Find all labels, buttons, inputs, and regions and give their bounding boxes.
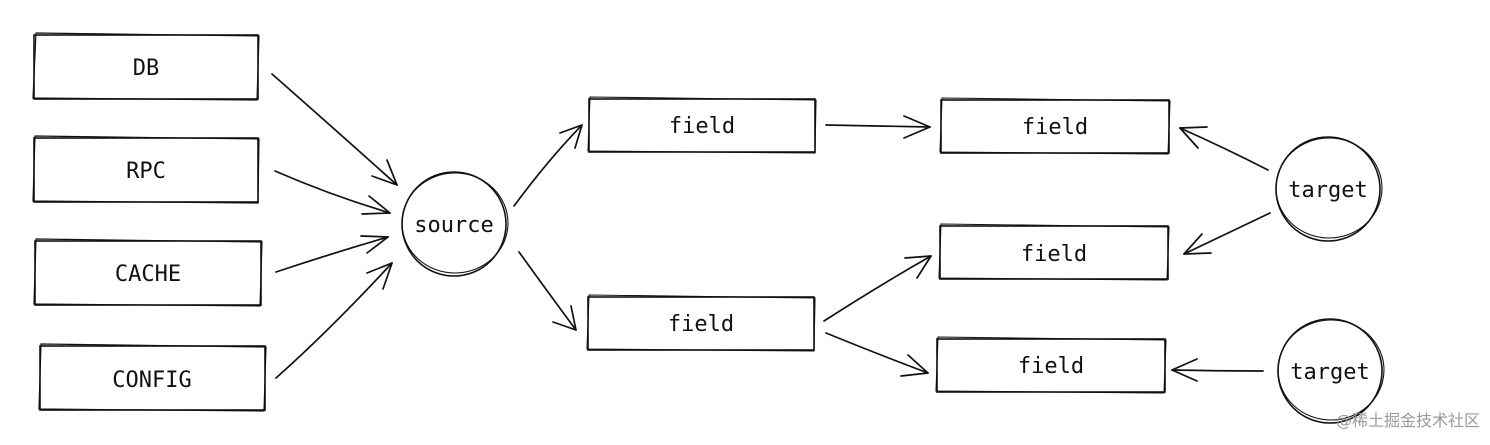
field-box-bottom-mid: field [586, 294, 816, 352]
cache-box: CACHE [33, 238, 263, 307]
arrow-config-to-source [275, 262, 393, 379]
field-label-bottom-mid: field [668, 312, 734, 337]
arrow-field-to-field-bottom [825, 332, 929, 377]
target-node-top: target [1275, 136, 1383, 242]
field-label-mid-right: field [1021, 242, 1087, 267]
db-label: DB [133, 56, 160, 81]
source-node: source [401, 171, 509, 277]
arrow-source-to-field-bottom [518, 251, 577, 331]
arrow-target-to-field-bottom [1171, 358, 1264, 382]
db-box: DB [32, 32, 260, 101]
field-box-mid-right: field [938, 223, 1170, 281]
rpc-label: RPC [126, 159, 166, 184]
config-label: CONFIG [112, 368, 191, 393]
field-box-bottom-right: field [935, 336, 1167, 394]
cache-label: CACHE [115, 262, 181, 287]
arrow-field-to-field-mid [823, 255, 932, 322]
target-label-top: target [1288, 178, 1367, 203]
config-box: CONFIG [38, 343, 267, 412]
arrow-source-to-field-top [513, 124, 583, 207]
field-label-top-right: field [1022, 115, 1088, 140]
arrow-cache-to-source [275, 235, 389, 273]
field-label-top-mid: field [669, 114, 735, 139]
target-node-bottom: target [1277, 318, 1385, 424]
field-box-top-right: field [939, 97, 1171, 155]
source-label: source [414, 213, 493, 238]
field-label-bottom-right: field [1018, 354, 1084, 379]
watermark: @稀土掘金技术社区 [1335, 411, 1480, 430]
arrow-target-to-field-top [1179, 126, 1269, 171]
arrow-rpc-to-source [274, 170, 391, 215]
arrow-db-to-source [271, 73, 398, 186]
arrow-field-to-field-top [825, 115, 931, 139]
rpc-box: RPC [32, 135, 260, 204]
field-box-top-mid: field [587, 96, 817, 154]
arrow-target-to-field-mid [1183, 212, 1271, 255]
target-label-bottom: target [1290, 360, 1369, 385]
